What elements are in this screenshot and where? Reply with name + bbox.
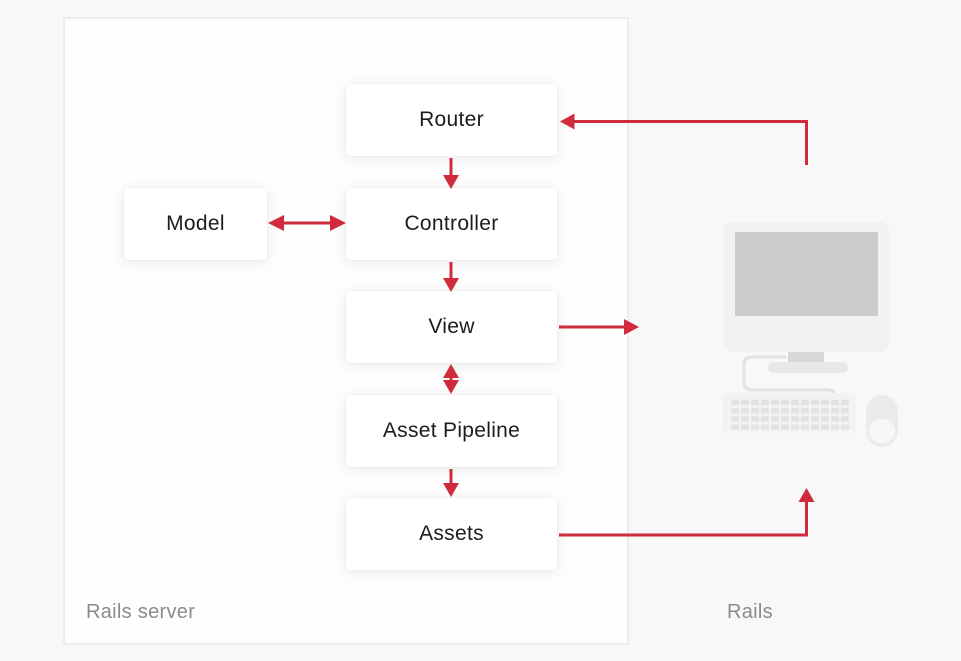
monitor-stand-base (768, 362, 848, 373)
node-asset-pipeline: Asset Pipeline (346, 395, 557, 467)
node-model-label: Model (166, 212, 225, 235)
node-router: Router (346, 84, 557, 156)
monitor-screen (735, 232, 878, 316)
node-controller: Controller (346, 188, 557, 260)
mouse-highlight (869, 419, 895, 443)
node-asset-pipeline-label: Asset Pipeline (382, 419, 521, 442)
cable (742, 355, 838, 406)
node-view: View (346, 291, 557, 363)
node-router-label: Router (419, 108, 484, 131)
node-assets-label: Assets (419, 522, 484, 545)
keyboard-front-edge (723, 431, 856, 441)
node-controller-label: Controller (404, 212, 499, 235)
keyboard-keys (731, 400, 849, 430)
rails-client-label: Rails (727, 601, 773, 623)
node-view-label: View (428, 315, 475, 338)
rails-server-label: Rails server (86, 601, 196, 623)
computer-icon (723, 222, 898, 447)
node-model: Model (124, 188, 267, 260)
monitor-stand-neck (788, 352, 824, 365)
node-assets: Assets (346, 498, 557, 570)
